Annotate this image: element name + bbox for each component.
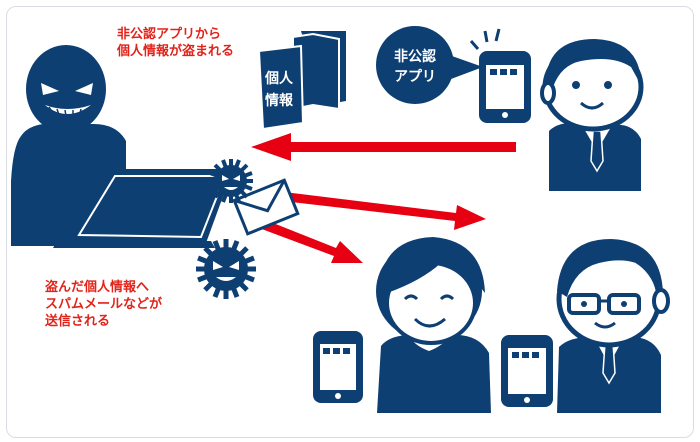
virus-icon [209,159,253,203]
laptop-icon [53,169,233,248]
illustration-canvas: 個人 情報 非公認 アプリ [11,26,670,413]
woman-figure [376,237,491,413]
spam-caption: 盗んだ個人情報へ スパムメールなどが 送信される [45,279,162,330]
stolen-info-caption: 非公認アプリから 個人情報が盗まれる [117,26,234,60]
man-with-glasses-figure [556,239,670,413]
document-label-line1: 個人 [264,70,294,87]
caption-line: スパムメールなどが [45,297,163,312]
smartphone-icon [501,335,553,407]
envelope-icon [232,178,300,236]
arrow-to-woman [259,219,363,263]
illustration-frame: 個人 情報 非公認 アプリ [6,6,694,438]
caption-line: 盗んだ個人情報へ [45,280,150,295]
bubble-text-line2: アプリ [394,69,436,85]
personal-info-document-icon: 個人 情報 [257,31,346,131]
caption-line: 個人情報が盗まれる [117,44,235,59]
arrow-to-hacker [251,133,516,161]
smartphone-icon [469,28,531,123]
data-flow-arrows [251,133,516,263]
businessman-figure [540,39,644,191]
caption-line: 非公認アプリから [117,27,222,42]
smartphone-icon [313,331,363,403]
arrow-to-man [274,191,486,230]
virus-icon [196,239,256,299]
bubble-text-line1: 非公認 [394,48,436,65]
unofficial-app-bubble: 非公認 アプリ [376,26,483,104]
document-label-line2: 情報 [265,92,294,109]
caption-line: 送信される [45,314,111,329]
